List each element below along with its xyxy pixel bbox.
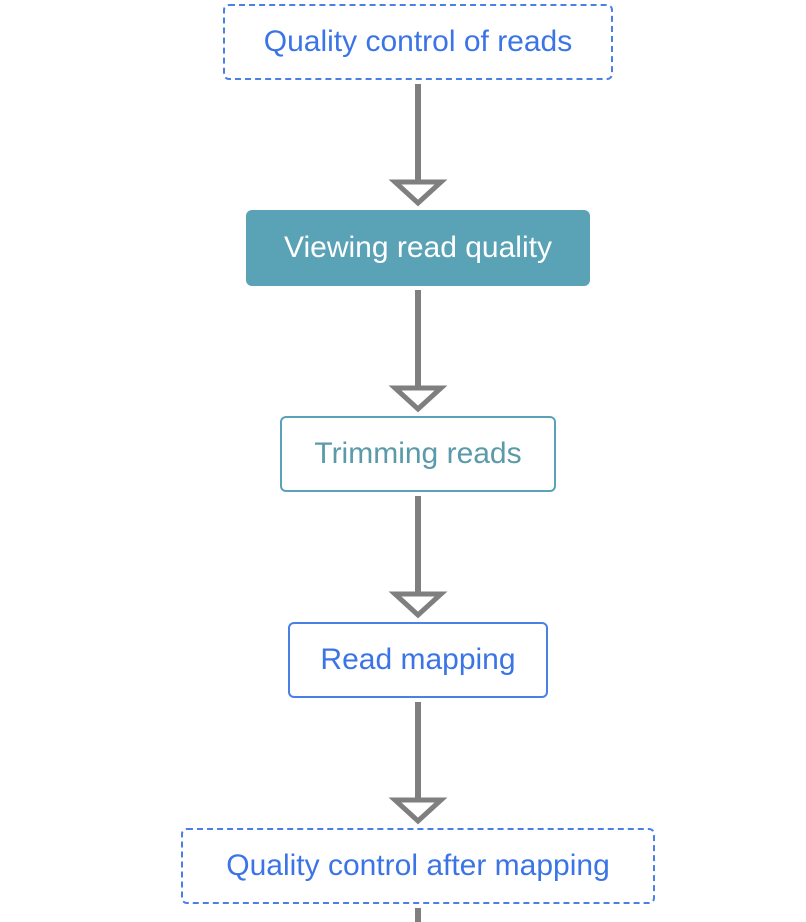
connector-4 — [388, 702, 448, 825]
node-trimming-reads[interactable]: Trimming reads — [280, 416, 556, 492]
node-read-mapping[interactable]: Read mapping — [288, 622, 548, 698]
node-quality-control-of-reads[interactable]: Quality control of reads — [223, 4, 613, 80]
node-label: Quality control after mapping — [226, 849, 610, 882]
node-viewing-read-quality[interactable]: Viewing read quality — [246, 210, 590, 286]
node-label: Quality control of reads — [263, 25, 573, 58]
arrowhead-down-icon — [388, 797, 448, 825]
arrowhead-down-icon — [388, 385, 448, 413]
connector-2 — [388, 290, 448, 413]
node-label: Viewing read quality — [284, 231, 552, 264]
connector-1 — [388, 84, 448, 207]
arrowhead-down-icon — [388, 591, 448, 619]
node-quality-control-after-mapping[interactable]: Quality control after mapping — [181, 828, 655, 904]
arrowhead-down-icon — [388, 179, 448, 207]
node-label: Read mapping — [320, 643, 516, 676]
connector-3 — [388, 496, 448, 619]
node-label: Trimming reads — [314, 437, 522, 470]
